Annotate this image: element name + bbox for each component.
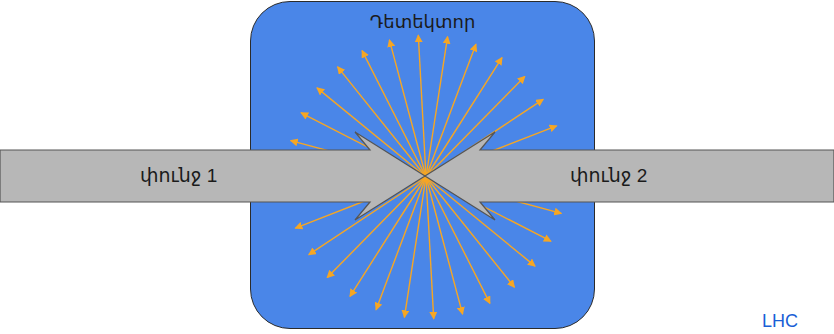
particle-ray: [426, 37, 448, 177]
beam-label: փունջ 1: [140, 165, 217, 187]
beam-label: փունջ 2: [570, 165, 647, 187]
beam-pipe: փունջ 2: [423, 130, 834, 222]
beam-outline: [425, 132, 834, 220]
detector-label: Դետեկտոր: [366, 11, 480, 33]
particle-ray: [426, 177, 463, 314]
particle-ray: [426, 177, 434, 319]
source-label: LHC: [762, 311, 798, 332]
particle-ray: [404, 177, 426, 317]
beam-outline: [0, 132, 425, 220]
particle-ray: [418, 35, 426, 177]
beam-pipe: փունջ 1: [0, 130, 427, 222]
